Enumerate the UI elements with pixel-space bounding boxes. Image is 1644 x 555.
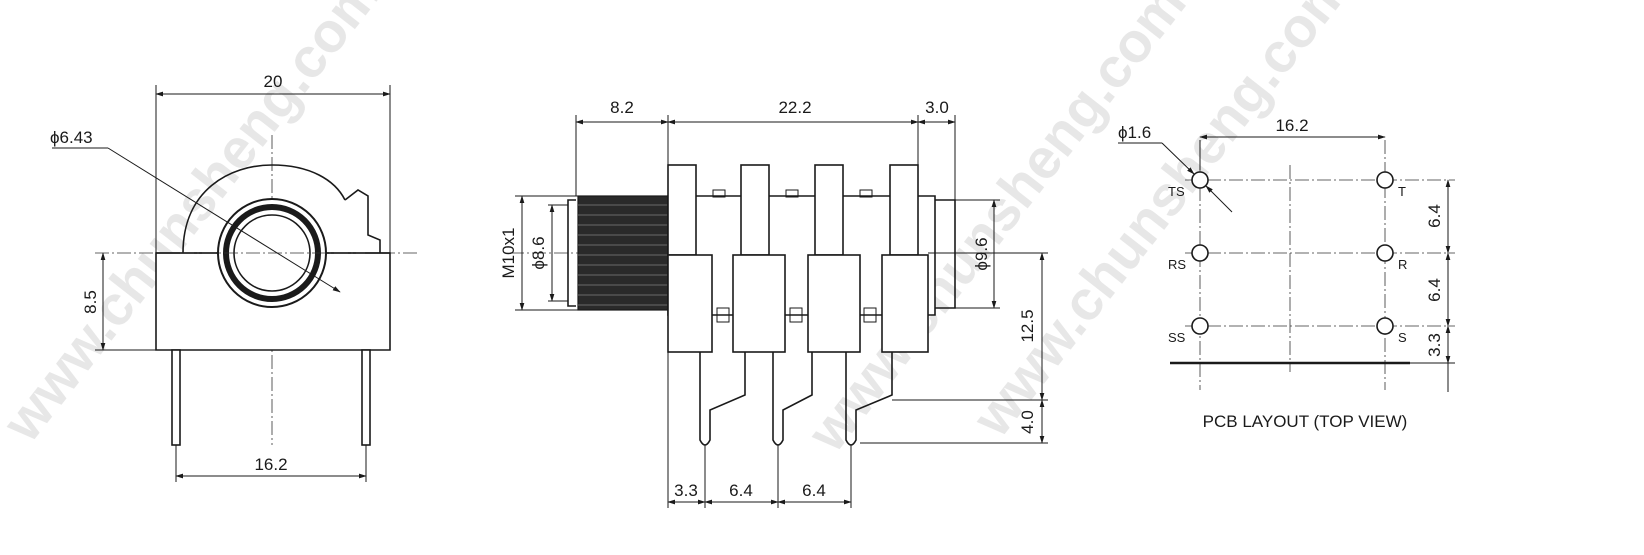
side-thread-lines — [578, 204, 668, 306]
dim-hole-spacing: 16.2 — [1275, 116, 1308, 135]
pcb-label-s: S — [1398, 330, 1407, 345]
side-view: 8.2 22.2 3.0 M10x1 ϕ8.6 ϕ9.6 12.5 4.0 3.… — [499, 98, 1048, 508]
side-tab-3 — [814, 164, 844, 256]
pcb-label-rs: RS — [1168, 257, 1186, 272]
side-notch — [785, 189, 799, 198]
dim-pin-pitch-2: 6.4 — [802, 481, 826, 500]
dim-body-diameter: ϕ9.6 — [972, 237, 991, 270]
dim-rear-length: 3.0 — [925, 98, 949, 117]
pcb-hole-ss — [1191, 317, 1209, 335]
dim-center-height: 8.5 — [81, 290, 100, 314]
dim-pin-offset: 3.3 — [674, 481, 698, 500]
front-pin-right — [361, 349, 371, 446]
side-flange — [567, 199, 576, 307]
side-window — [789, 307, 803, 323]
pcb-hole-s — [1376, 317, 1394, 335]
side-pin-3 — [845, 352, 893, 446]
side-rear-step — [935, 199, 956, 309]
pcb-label-r: R — [1398, 257, 1407, 272]
side-contact-3 — [807, 254, 861, 353]
side-pin-1 — [699, 352, 746, 446]
front-housing-tab — [344, 189, 381, 253]
pcb-hole-t — [1376, 171, 1394, 189]
pcb-hole-rs — [1191, 244, 1209, 262]
dim-bore-diameter: ϕ6.43 — [50, 128, 93, 147]
side-contact-1 — [667, 254, 713, 353]
side-pin-2 — [772, 352, 813, 446]
pcb-hole-r — [1376, 244, 1394, 262]
dim-thread-diameter: ϕ8.6 — [529, 236, 548, 269]
watermark-front: www.chunsheng.com — [0, 0, 393, 453]
side-contact-2 — [732, 254, 786, 353]
dim-body-length: 22.2 — [778, 98, 811, 117]
side-tab-2 — [740, 164, 770, 256]
dim-pin-length: 4.0 — [1018, 410, 1037, 434]
pcb-label-ts: TS — [1168, 184, 1185, 199]
dim-hole-diameter: ϕ1.6 — [1118, 123, 1151, 142]
pcb-caption: PCB LAYOUT (TOP VIEW) — [1203, 412, 1408, 431]
front-pin-left — [171, 349, 181, 446]
dim-pin-pitch-1: 6.4 — [729, 481, 753, 500]
dim-row-pitch-2: 6.4 — [1425, 278, 1444, 302]
dim-edge-offset: 3.3 — [1425, 333, 1444, 357]
pcb-label-ss: SS — [1168, 330, 1186, 345]
pcb-label-t: T — [1398, 184, 1406, 199]
pcb-layout: TS RS SS T R S ϕ1.6 16.2 6.4 6.4 3.3 PCB… — [1118, 116, 1455, 431]
side-tab-1 — [667, 164, 697, 256]
leader-hole-diagonal — [1161, 142, 1195, 175]
side-contact-4 — [881, 254, 929, 353]
dim-width: 20 — [264, 72, 283, 91]
side-tab-4 — [889, 164, 919, 256]
side-notch — [859, 189, 873, 198]
dim-thread-length: 8.2 — [610, 98, 634, 117]
dim-pin-spacing: 16.2 — [254, 455, 287, 474]
side-thread — [577, 195, 669, 311]
dim-row-pitch-1: 6.4 — [1425, 204, 1444, 228]
side-window — [716, 307, 730, 323]
side-notch — [712, 189, 726, 198]
leader-bore-diagonal — [107, 147, 341, 293]
front-housing-arc — [182, 164, 346, 254]
leader-hole-diagonal-2 — [1205, 185, 1233, 213]
dim-body-height: 12.5 — [1018, 309, 1037, 342]
dim-thread-spec: M10x1 — [499, 227, 518, 278]
front-view: 20 ϕ6.43 8.5 16.2 — [50, 72, 420, 482]
side-window — [863, 307, 877, 323]
pcb-hole-ts — [1191, 171, 1209, 189]
